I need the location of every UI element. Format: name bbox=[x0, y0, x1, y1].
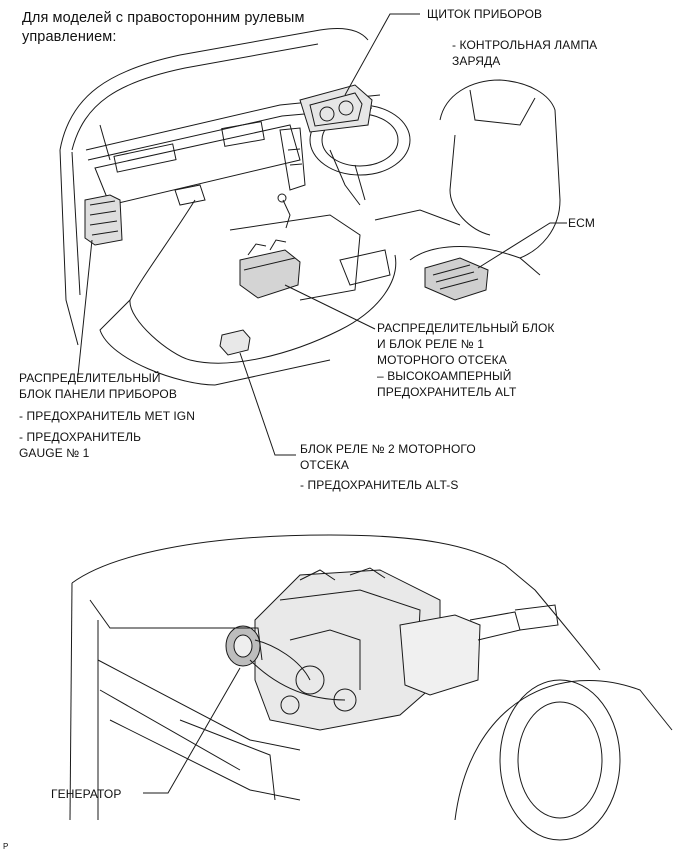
relay-block-2-line-1: БЛОК РЕЛЕ № 2 МОТОРНОГО bbox=[300, 442, 476, 456]
engine-room-relay-block-2-label: БЛОК РЕЛЕ № 2 МОТОРНОГО ОТСЕКА bbox=[300, 441, 476, 473]
charge-warning-lamp-label: - КОНТРОЛЬНАЯ ЛАМПА ЗАРЯДА bbox=[452, 38, 598, 68]
cabin-illustration bbox=[59, 27, 561, 386]
relay-block-1-line-1: РАСПРЕДЕЛИТЕЛЬНЫЙ БЛОК bbox=[377, 321, 555, 335]
alt-s-fuse-label: - ПРЕДОХРАНИТЕЛЬ ALT-S bbox=[300, 478, 459, 492]
gauge-fuse-line-2: GAUGE № 1 bbox=[19, 446, 90, 460]
relay-block-1-line-3: МОТОРНОГО ОТСЕКА bbox=[377, 353, 507, 367]
engine-room-relay-block-1-label: РАСПРЕДЕЛИТЕЛЬНЫЙ БЛОК И БЛОК РЕЛЕ № 1 М… bbox=[377, 320, 554, 400]
ip-junction-line-2: БЛОК ПАНЕЛИ ПРИБОРОВ bbox=[19, 387, 177, 401]
met-ign-fuse-label: - ПРЕДОХРАНИТЕЛЬ MET IGN bbox=[19, 409, 195, 423]
gauge-fuse-line-1: - ПРЕДОХРАНИТЕЛЬ bbox=[19, 430, 142, 444]
gauge-fuse-label: - ПРЕДОХРАНИТЕЛЬ GAUGE № 1 bbox=[19, 429, 141, 461]
vehicle-front-illustration bbox=[69, 534, 673, 841]
generator-label: ГЕНЕРАТОР bbox=[51, 787, 122, 801]
relay-block-1-line-2: И БЛОК РЕЛЕ № 1 bbox=[377, 337, 484, 351]
relay-block-2-line-2: ОТСЕКА bbox=[300, 458, 349, 472]
ecm-label: ECM bbox=[568, 216, 595, 230]
footer-mark: P bbox=[3, 842, 9, 851]
ip-junction-line-1: РАСПРЕДЕЛИТЕЛЬНЫЙ bbox=[19, 371, 161, 385]
instrument-panel-junction-block-label: РАСПРЕДЕЛИТЕЛЬНЫЙ БЛОК ПАНЕЛИ ПРИБОРОВ bbox=[19, 370, 177, 402]
alt-fuse-line-1: – ВЫСОКОАМПЕРНЫЙ bbox=[377, 369, 512, 383]
alt-fuse-line-2: ПРЕДОХРАНИТЕЛЬ ALT bbox=[377, 385, 517, 399]
leader-lines bbox=[77, 13, 567, 794]
instrument-panel-label: ЩИТОК ПРИБОРОВ bbox=[427, 7, 543, 21]
page-title: Для моделей с правосторонним рулевым упр… bbox=[22, 10, 305, 45]
